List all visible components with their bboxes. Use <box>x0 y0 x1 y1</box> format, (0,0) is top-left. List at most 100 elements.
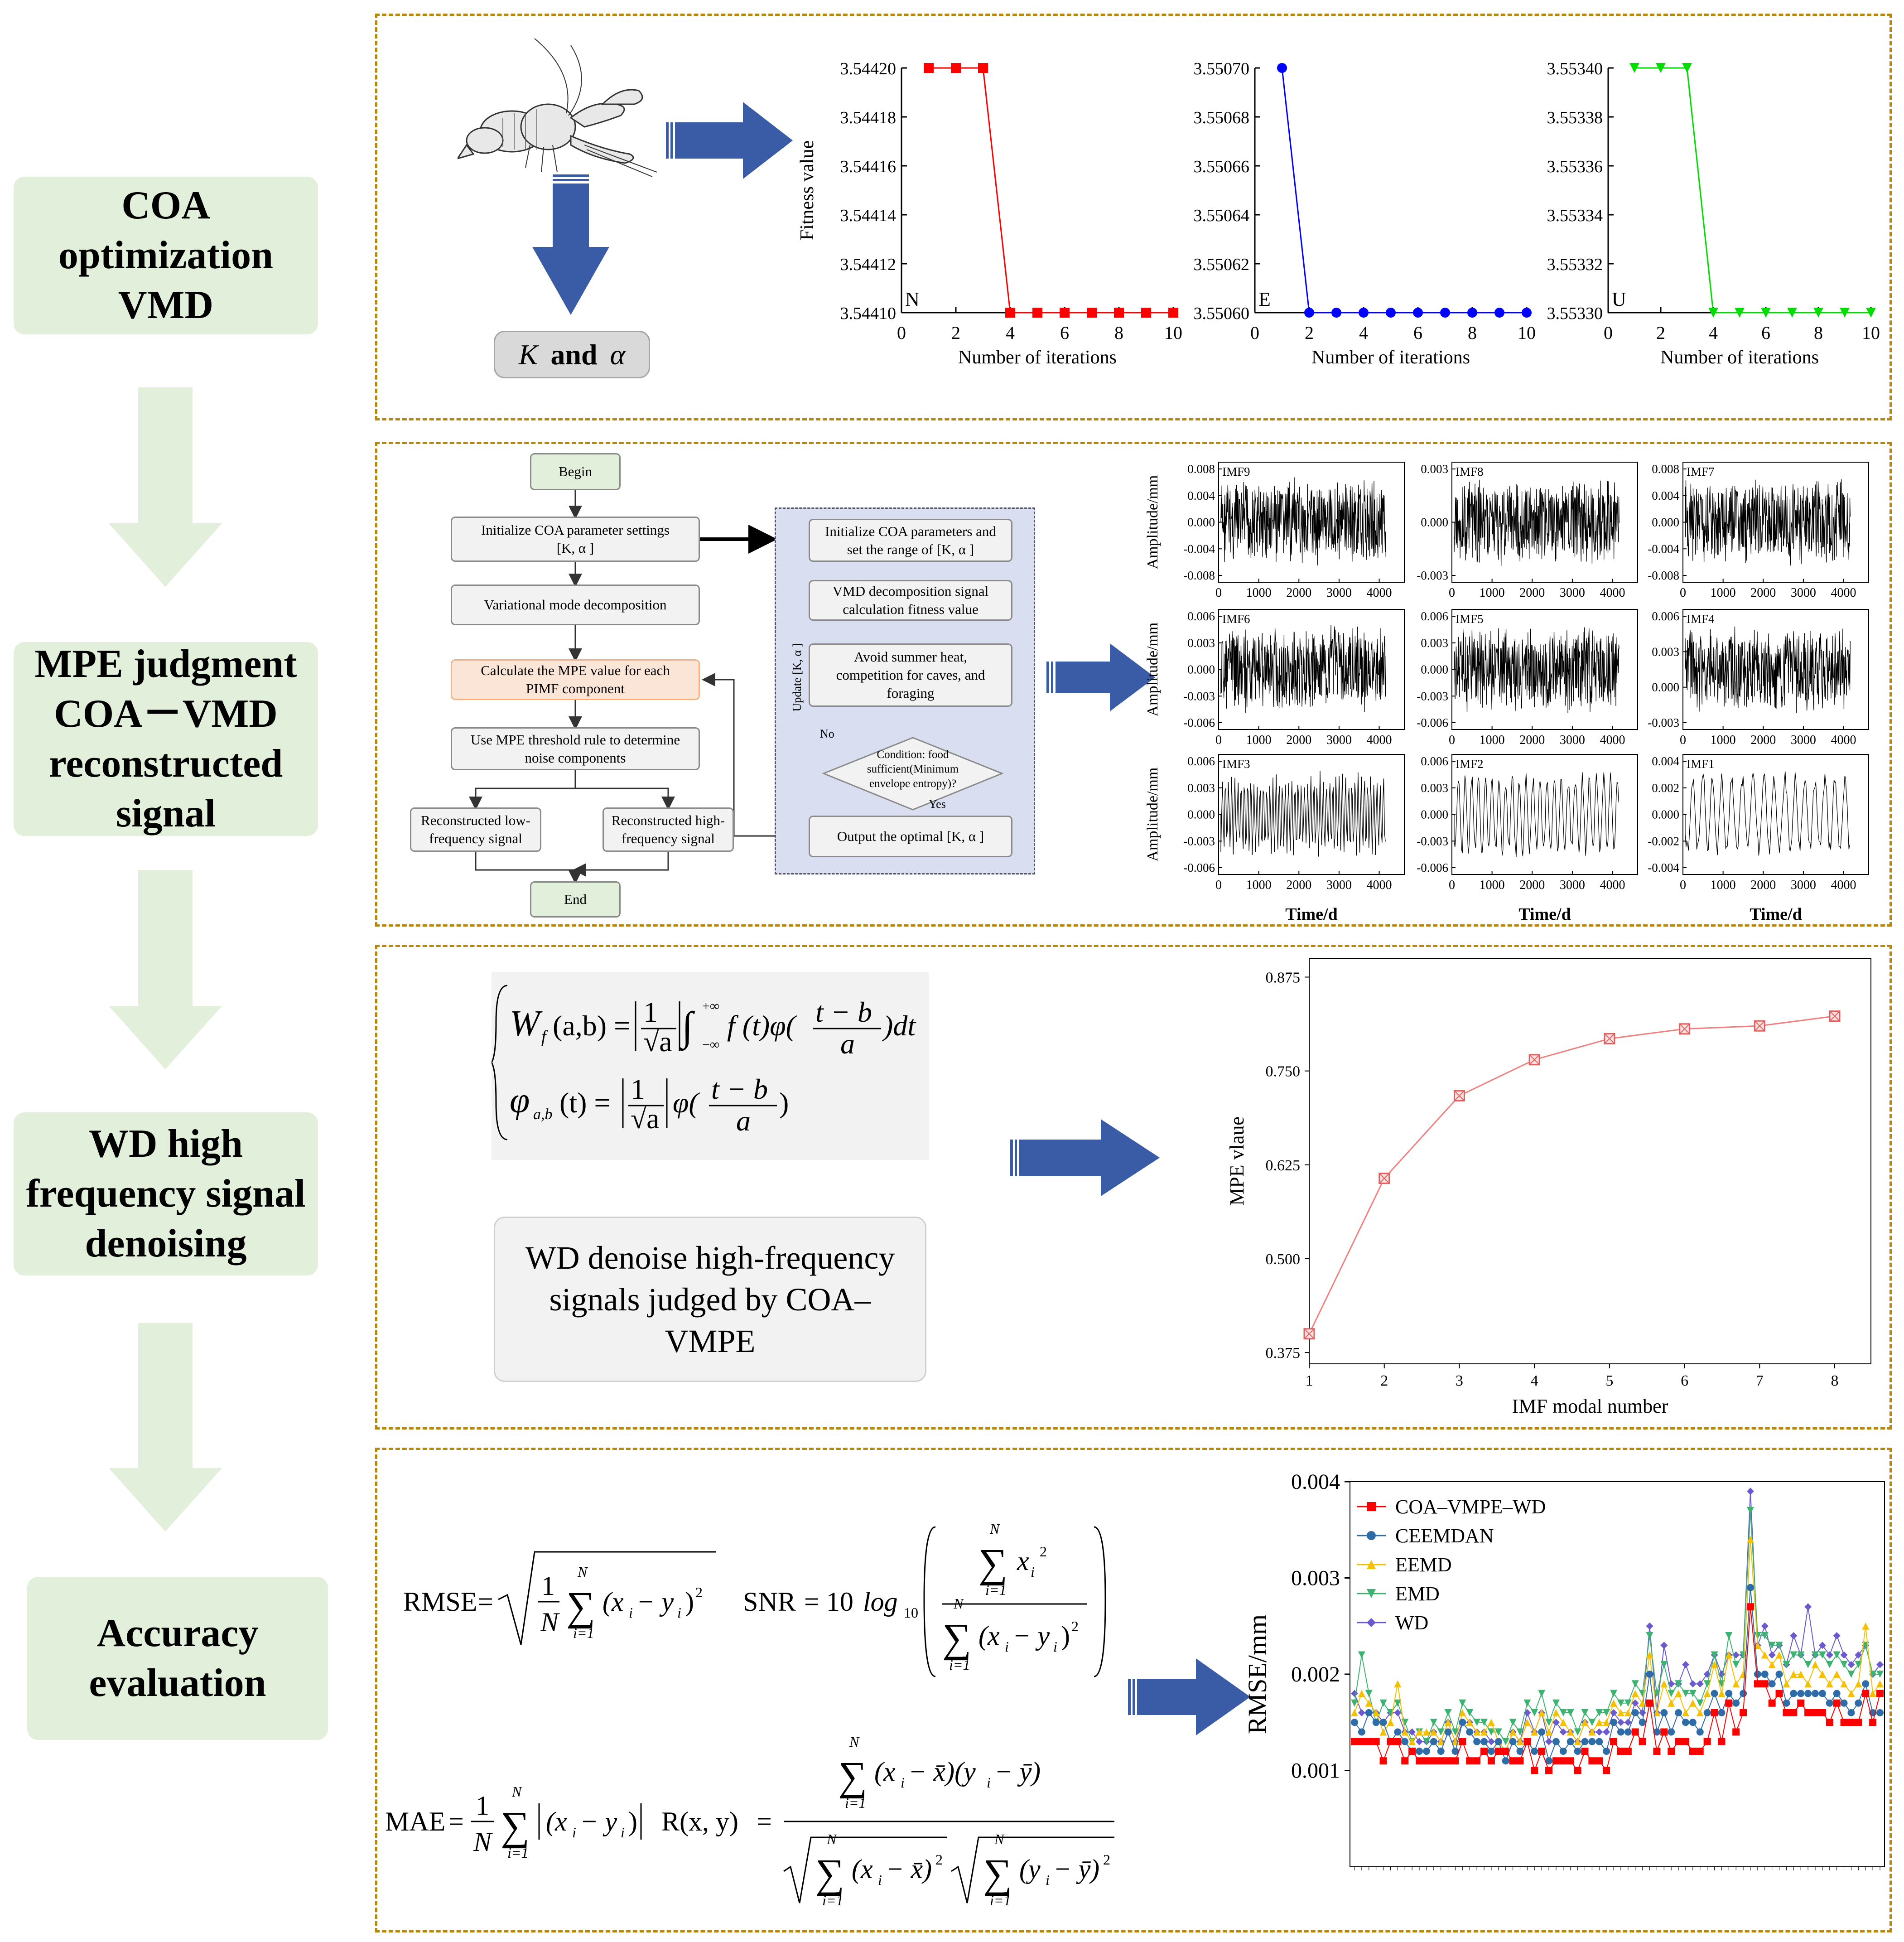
imf-y-tick-label: -0.003 <box>1417 689 1448 703</box>
y-axis-label: MPE vlaue <box>1226 1116 1248 1206</box>
data-point <box>1718 1690 1726 1697</box>
series-line <box>929 67 1173 314</box>
data-point <box>1876 1680 1884 1688</box>
imf-x-tick-label: 4000 <box>1600 586 1625 600</box>
data-point <box>1430 1728 1437 1736</box>
data-point <box>1624 1699 1632 1707</box>
data-point <box>1689 1748 1697 1755</box>
y-tick-label: 0.875 <box>1266 969 1301 986</box>
svg-text:(x: (x <box>874 1757 896 1787</box>
svg-text:W: W <box>510 1004 543 1043</box>
data-point <box>1811 1651 1819 1659</box>
crayfish-illustration <box>458 38 657 177</box>
data-point <box>1653 1748 1661 1755</box>
data-point <box>1596 1728 1603 1736</box>
data-point <box>1545 1767 1553 1774</box>
data-point <box>1668 1699 1675 1707</box>
data-point <box>1646 1699 1653 1707</box>
imf-x-tick-label: 0 <box>1449 733 1455 747</box>
data-point <box>1559 1748 1567 1755</box>
data-point <box>1603 1767 1610 1774</box>
svg-text:t − b: t − b <box>711 1073 768 1105</box>
data-point <box>1365 1699 1373 1707</box>
svg-text:a: a <box>840 1028 855 1060</box>
data-point <box>1480 1719 1488 1726</box>
imf-x-tick-label: 1000 <box>1711 586 1736 600</box>
imf-x-tick-label: 4000 <box>1600 878 1625 892</box>
data-point <box>1466 1757 1474 1765</box>
data-point <box>1711 1651 1718 1659</box>
data-point <box>1351 1690 1358 1697</box>
svg-text:2: 2 <box>1103 1851 1110 1868</box>
x-tick-label: 0 <box>1604 323 1613 343</box>
data-point <box>1451 1728 1459 1736</box>
imf-plot-frame <box>1682 609 1869 730</box>
data-point <box>1509 1719 1517 1726</box>
data-point <box>1552 1719 1560 1726</box>
legend-marker <box>1367 1589 1376 1598</box>
y-tick-label: 3.55330 <box>1547 304 1603 323</box>
data-point <box>1531 1748 1538 1755</box>
svg-text:√a: √a <box>643 1025 672 1058</box>
imf-label: IMF8 <box>1456 465 1484 478</box>
wavelet-formula-box <box>492 972 929 1160</box>
data-point <box>1876 1709 1884 1716</box>
svg-text:φ: φ <box>510 1081 530 1121</box>
data-point <box>1574 1767 1581 1774</box>
y-tick-label: 3.55066 <box>1194 157 1250 176</box>
imf-y-tick-label: 0.004 <box>1187 489 1215 502</box>
imf-plot-frame <box>1451 754 1638 875</box>
imf-y-tick-label: -0.003 <box>1417 834 1448 848</box>
data-point <box>1610 1699 1618 1707</box>
data-point <box>1668 1728 1675 1736</box>
data-point <box>1840 1661 1848 1668</box>
data-point <box>1005 308 1015 318</box>
flow-init-coa: Initialize COA parameter settings [K, α … <box>451 517 700 562</box>
data-point <box>1523 1719 1531 1726</box>
data-point <box>1847 1661 1855 1668</box>
svg-text:i: i <box>1031 1564 1035 1580</box>
data-point <box>1855 1719 1862 1726</box>
data-point <box>1725 1690 1733 1697</box>
k-label: K <box>518 338 538 371</box>
y-tick-label: 0.375 <box>1266 1345 1301 1362</box>
svg-text:− ȳ): − ȳ) <box>1053 1854 1099 1884</box>
data-point <box>1754 1680 1761 1688</box>
imf-signal-trace <box>1685 479 1851 566</box>
data-point <box>1629 63 1639 73</box>
step-mpe-judgment: MPE judgment COA－VMD reconstructed signa… <box>14 642 318 836</box>
data-point <box>1487 1738 1495 1745</box>
imf-x-tick-label: 0 <box>1215 733 1222 747</box>
flow-calc-mpe: Calculate the MPE value for each PIMF co… <box>451 659 700 700</box>
svg-text:∑: ∑ <box>566 1584 595 1629</box>
imf-y-tick-label: -0.004 <box>1648 542 1679 556</box>
data-point <box>1696 1680 1704 1688</box>
data-point <box>1833 1632 1841 1639</box>
imf-y-tick-label: -0.008 <box>1183 569 1215 582</box>
imf-y-tick-label: -0.004 <box>1648 861 1679 874</box>
data-point <box>1833 1671 1841 1678</box>
data-point <box>1545 1738 1553 1745</box>
svg-text:10: 10 <box>904 1604 918 1621</box>
snr-formula-label: SNR <box>743 1587 796 1617</box>
data-point <box>1826 1680 1833 1688</box>
svg-text:=: = <box>478 1587 493 1617</box>
data-point <box>1689 1699 1697 1707</box>
data-point <box>1624 1748 1632 1755</box>
data-point <box>1818 1690 1826 1697</box>
data-point <box>1732 1699 1740 1707</box>
legend-label: CEEMDAN <box>1395 1525 1494 1547</box>
rmse-formula-label: RMSE <box>403 1587 477 1617</box>
data-point <box>1783 1661 1790 1668</box>
data-point <box>1531 1767 1538 1774</box>
imf-y-tick-label: 0.000 <box>1187 663 1215 676</box>
svg-text:i=1: i=1 <box>845 1795 866 1811</box>
data-point <box>1379 1699 1387 1707</box>
fitness-chart-e: 3.550603.550623.550643.550663.550683.550… <box>1194 59 1536 368</box>
data-point <box>1459 1719 1466 1726</box>
imf-y-tick-label: 0.000 <box>1187 808 1215 821</box>
imf-signal-trace <box>1220 477 1386 566</box>
imf-y-tick-label: -0.003 <box>1183 834 1215 848</box>
imf-y-tick-label: -0.003 <box>1648 716 1679 729</box>
data-point <box>1768 1642 1776 1649</box>
